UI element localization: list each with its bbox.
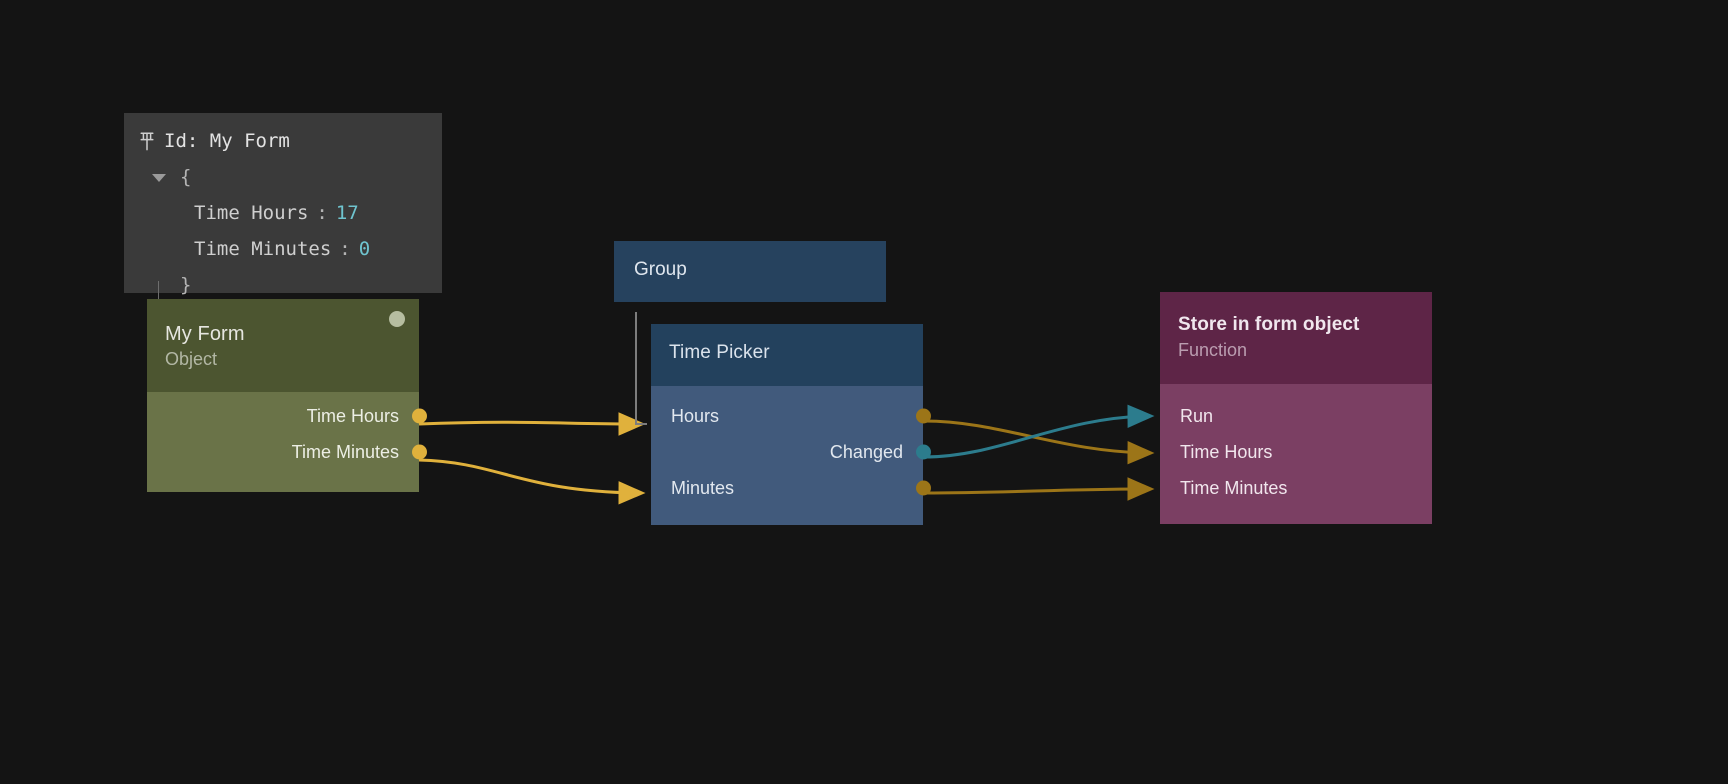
port-label: Time Minutes (291, 442, 399, 462)
node-store-in-form-object[interactable]: Store in form object Function Run Time H… (1160, 292, 1432, 524)
group-stem-foot (635, 423, 647, 425)
port-label: Time Minutes (1180, 478, 1288, 498)
port-in-time-minutes[interactable]: Time Minutes (1160, 470, 1432, 506)
node-my-form-ports: Time Hours Time Minutes (147, 392, 427, 492)
port-dot[interactable] (915, 444, 931, 460)
port-label: Hours (671, 406, 720, 426)
node-store-subtitle: Function (1178, 340, 1248, 360)
port-label: Minutes (671, 478, 735, 498)
inspector-close-brace: } (180, 274, 192, 296)
node-store-header[interactable]: Store in form object Function (1160, 292, 1432, 384)
port-dot-out-bottom[interactable] (915, 480, 931, 496)
inspector-entry-value: 0 (358, 238, 371, 260)
inspector-entry-key: Time Minutes (194, 238, 332, 260)
port-in-run[interactable]: Run (1160, 398, 1432, 434)
port-dot-out-top[interactable] (915, 408, 931, 424)
port-out-time-hours[interactable]: Time Hours (147, 398, 427, 434)
port-in-time-hours[interactable]: Time Hours (1160, 434, 1432, 470)
port-label: Run (1180, 406, 1214, 426)
port-in-hours[interactable]: Hours (651, 398, 931, 434)
inspector-open-brace: { (180, 166, 192, 188)
node-time-picker-ports: Hours Changed Minutes (651, 386, 931, 525)
port-dot[interactable] (411, 444, 427, 460)
port-out-time-minutes[interactable]: Time Minutes (147, 434, 427, 470)
wire-picker-out-to-store-time-minutes (923, 477, 1155, 501)
group-stem-line (635, 312, 637, 425)
wire-picker-changed-to-store-run (923, 404, 1155, 459)
port-label: Changed (829, 442, 903, 462)
pin-icon[interactable] (138, 131, 156, 151)
inspector-close-brace-row: } (124, 267, 442, 303)
node-my-form-subtitle: Object (165, 349, 218, 369)
node-my-form-header[interactable]: My Form Object (147, 299, 419, 392)
port-in-minutes[interactable]: Minutes (651, 470, 931, 506)
port-dot[interactable] (411, 408, 427, 424)
inspector-entry-row: Time Hours : 17 (124, 195, 442, 231)
inspector-entry-separator: : (339, 238, 351, 260)
node-store-ports: Run Time Hours Time Minutes (1160, 384, 1432, 524)
port-out-changed[interactable]: Changed (651, 434, 931, 470)
inspector-title-row: Id: My Form (124, 123, 442, 159)
node-time-picker-header[interactable]: Time Picker (651, 324, 923, 386)
inspector-open-brace-row[interactable]: { (124, 159, 442, 195)
node-group-title: Group (634, 259, 687, 280)
node-time-picker[interactable]: Time Picker Hours Changed Minutes (651, 324, 931, 525)
collapse-triangle-icon[interactable] (152, 173, 166, 182)
wire-myform-hours-to-picker-hours (418, 412, 646, 436)
wire-picker-out-to-store-time-hours (923, 419, 1155, 465)
node-my-form-title: My Form (165, 323, 245, 345)
node-store-title: Store in form object (1178, 314, 1360, 335)
wire-myform-minutes-to-picker-minutes (418, 458, 646, 505)
port-label: Time Hours (1180, 442, 1273, 462)
inspector-entry-key: Time Hours (194, 202, 309, 224)
node-time-picker-title: Time Picker (669, 342, 770, 363)
node-group[interactable]: Group (614, 241, 886, 302)
inspector-title: Id: My Form (164, 130, 290, 152)
port-label: Time Hours (306, 406, 399, 426)
node-my-form[interactable]: My Form Object Time Hours Time Minutes (147, 299, 427, 492)
inspector-entry-value: 17 (335, 202, 359, 224)
inspector-entry-separator: : (316, 202, 328, 224)
pinned-value-inspector[interactable]: Id: My Form { Time Hours : 17 Time Minut… (124, 113, 442, 377)
status-indicator-dot[interactable] (389, 311, 405, 327)
inspector-entry-row: Time Minutes : 0 (124, 231, 442, 267)
